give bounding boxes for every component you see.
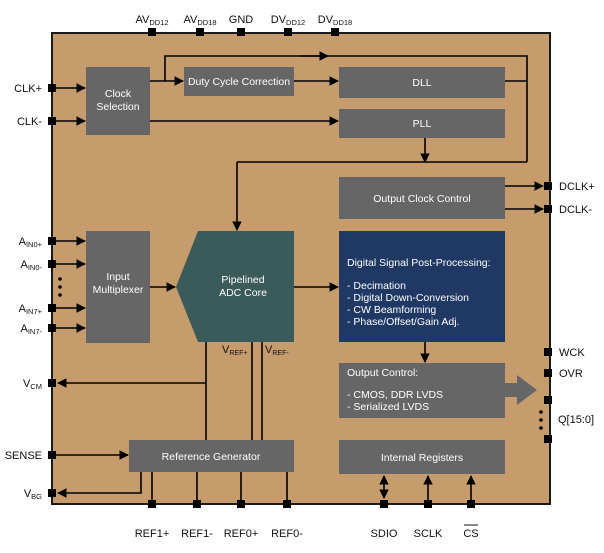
ain0n-pin	[48, 260, 56, 268]
ain7n-label: AIN7-	[20, 323, 42, 336]
block-digital-signal-post-processing: Digital Signal Post-Processing: - Decima…	[339, 231, 505, 342]
ain7n-pin	[48, 324, 56, 332]
svg-text:DLL: DLL	[412, 77, 431, 89]
clk-n-pin	[48, 117, 56, 125]
avdd12-label: AVDD12	[135, 14, 168, 27]
svg-text:Selection: Selection	[96, 101, 139, 113]
q-bus-label: Q[15:0]	[558, 414, 594, 426]
svg-text:Clock: Clock	[105, 88, 132, 100]
ref0p-pin	[237, 500, 245, 508]
top-pin-avdd12: AVDD12	[135, 14, 169, 36]
ain0n-label: AIN0-	[20, 259, 42, 272]
ain0p-label: AIN0+	[19, 236, 43, 249]
svg-text:ADC Core: ADC Core	[219, 287, 267, 299]
svg-text:Internal Registers: Internal Registers	[381, 452, 463, 464]
wck-label: WCK	[559, 347, 585, 359]
clk-p-pin	[48, 84, 56, 92]
svg-text:Reference Generator: Reference Generator	[162, 451, 261, 463]
block-reference-generator: Reference Generator	[129, 440, 294, 472]
cs-label: CS	[463, 528, 478, 540]
block-output-clock-control: Output Clock Control	[339, 177, 505, 219]
ref1p-pin	[148, 500, 156, 508]
vbg-pin	[48, 489, 56, 497]
block-internal-registers: Internal Registers	[339, 440, 505, 474]
sclk-pin	[424, 500, 432, 508]
block-duty-cycle-correction: Duty Cycle Correction	[184, 67, 294, 96]
ain-ellipsis-dots	[58, 277, 62, 297]
vcm-pin	[48, 379, 56, 387]
dvdd12-label: DVDD12	[271, 14, 305, 27]
svg-text:Output Clock Control: Output Clock Control	[373, 193, 470, 205]
wires	[56, 51, 544, 500]
avdd18-pin	[196, 28, 204, 36]
svg-text:Input: Input	[106, 271, 129, 283]
gnd-pin	[237, 28, 245, 36]
sclk-label: SCLK	[414, 528, 443, 540]
block-pll: PLL	[339, 109, 505, 138]
sense-label: SENSE	[5, 450, 42, 462]
ref1n-pin	[193, 500, 201, 508]
svg-text:Multiplexer: Multiplexer	[93, 284, 144, 296]
svg-text:- Serialized LVDS: - Serialized LVDS	[347, 401, 429, 413]
sdio-pin	[380, 500, 388, 508]
svg-text:- Decimation: - Decimation	[347, 280, 406, 292]
top-pin-avdd18: AVDD18	[183, 14, 217, 36]
clk-p-label: CLK+	[14, 83, 42, 95]
dclk-p-label: DCLK+	[559, 181, 595, 193]
ref1p-label: REF1+	[135, 528, 170, 540]
top-pin-gnd: GND	[229, 14, 254, 36]
svg-text:- Phase/Offset/Gain Adj.: - Phase/Offset/Gain Adj.	[347, 316, 459, 328]
avdd18-label: AVDD18	[183, 14, 216, 27]
svg-text:- CMOS, DDR LVDS: - CMOS, DDR LVDS	[347, 389, 443, 401]
block-dll: DLL	[339, 67, 505, 98]
wck-pin	[544, 348, 552, 356]
top-pin-dvdd12: DVDD12	[271, 14, 305, 36]
clk-n-label: CLK-	[17, 116, 42, 128]
avdd12-pin	[148, 28, 156, 36]
dclk-p-pin	[544, 182, 552, 190]
ovr-pin	[544, 369, 552, 377]
ref0n-label: REF0-	[271, 528, 303, 540]
ref1n-label: REF1-	[181, 528, 213, 540]
svg-text:Duty Cycle Correction: Duty Cycle Correction	[188, 76, 290, 88]
svg-text:PLL: PLL	[413, 118, 432, 130]
block-clock-selection: Clock Selection	[86, 67, 150, 135]
svg-text:- CW Beamforming: - CW Beamforming	[347, 304, 436, 316]
dvdd12-pin	[284, 28, 292, 36]
top-pin-dvdd18: DVDD18	[318, 14, 352, 36]
vrefp-label: VREF+	[222, 344, 247, 357]
svg-text:Digital Signal Post-Processing: Digital Signal Post-Processing:	[347, 257, 491, 269]
block-adc-core: Pipelined ADC Core	[176, 231, 294, 342]
cs-pin	[467, 500, 475, 508]
svg-text:- Digital Down-Conversion: - Digital Down-Conversion	[347, 292, 469, 304]
ain0p-pin	[48, 237, 56, 245]
vcm-label: VCM	[23, 378, 42, 391]
vrefn-label: VREF-	[265, 344, 289, 357]
ain7p-pin	[48, 304, 56, 312]
dclk-n-pin	[544, 205, 552, 213]
svg-text:Pipelined: Pipelined	[221, 274, 264, 286]
dvdd18-pin	[331, 28, 339, 36]
sdio-label: SDIO	[371, 528, 398, 540]
ref0p-label: REF0+	[224, 528, 259, 540]
vbg-label: VBG	[24, 488, 42, 501]
sense-pin	[48, 451, 56, 459]
q-bus-dots	[539, 396, 552, 443]
dvdd18-label: DVDD18	[318, 14, 352, 27]
block-input-multiplexer: Input Multiplexer	[86, 231, 150, 343]
ain7p-label: AIN7+	[19, 303, 43, 316]
ovr-label: OVR	[559, 368, 583, 380]
block-output-control: Output Control: - CMOS, DDR LVDS - Seria…	[339, 363, 505, 418]
output-bus-arrow	[505, 375, 537, 405]
gnd-label: GND	[229, 14, 254, 26]
dclk-n-label: DCLK-	[559, 204, 592, 216]
svg-text:Output Control:: Output Control:	[347, 367, 418, 379]
ref0n-pin	[283, 500, 291, 508]
